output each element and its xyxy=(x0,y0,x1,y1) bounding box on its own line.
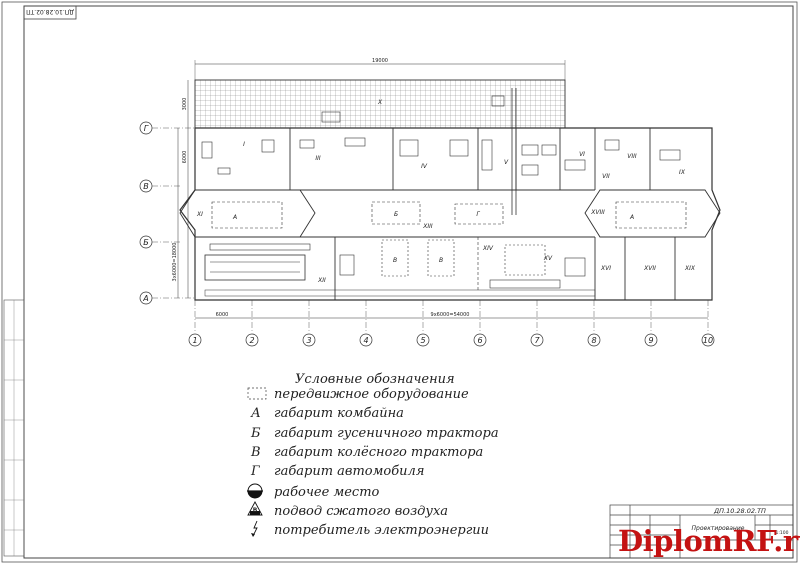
col-axis-5: 5 xyxy=(420,336,425,345)
dim-bottom-6000: 6000 xyxy=(216,312,229,318)
room-12-label: XII xyxy=(317,277,326,284)
legend-item-workplace: рабочее место xyxy=(274,485,380,500)
room-8-label: VIII xyxy=(627,153,637,160)
dim-row-top: 3000 xyxy=(182,98,188,111)
zone-b-label: Б xyxy=(394,211,398,218)
watermark: DiplomRF.ru xyxy=(618,527,800,556)
room-13-label: XIII xyxy=(422,223,433,230)
room-7-label: VII xyxy=(602,173,610,180)
left-signature-strip xyxy=(3,299,25,557)
stamp-scale: 1:100 xyxy=(776,530,789,536)
title-block xyxy=(609,504,794,559)
legend-item-mobile: передвижное оборудование xyxy=(274,387,469,402)
legend-item-wheeled: габарит колёсного трактора xyxy=(274,445,483,460)
col-axis-4: 4 xyxy=(363,336,368,345)
row-axis-b: Б xyxy=(143,238,149,247)
workplace-icon xyxy=(247,483,263,499)
room-18-label: XVIII xyxy=(590,209,605,216)
col-axis-8: 8 xyxy=(591,336,596,345)
storage-area-x xyxy=(194,79,566,129)
room-11-label: XI xyxy=(196,211,203,218)
col-axis-6: 6 xyxy=(477,336,482,345)
legend-item-tracked: габарит гусеничного трактора xyxy=(274,426,499,441)
building-outline xyxy=(179,127,721,301)
compressed-air-icon: B xyxy=(247,501,263,516)
legend-key-v: В xyxy=(250,445,261,460)
room-19-label: XIX xyxy=(684,265,696,272)
room-1-label: I xyxy=(243,141,245,148)
power-consumer-icon xyxy=(251,520,258,537)
dim-row-mid: 6000 xyxy=(182,151,188,164)
col-axis-7: 7 xyxy=(534,336,540,345)
dim-overall: 19000 xyxy=(372,58,388,64)
room-15-label: XV xyxy=(543,255,553,262)
row-axis-a: А xyxy=(142,294,148,303)
legend-key-g: Г xyxy=(250,464,260,479)
row-axis-markers: Г В Б А xyxy=(139,121,153,305)
zone-g-label: Г xyxy=(476,211,480,218)
room-16-label: XVI xyxy=(600,265,611,272)
col-axis-1: 1 xyxy=(192,336,197,345)
room-17-label: XVII xyxy=(643,265,656,272)
col-axis-2: 2 xyxy=(249,336,254,345)
col-axis-10: 10 xyxy=(703,336,713,345)
legend-title: Условные обозначения xyxy=(295,372,455,387)
zone-a-left-label: А xyxy=(232,214,237,221)
inner-frame xyxy=(23,5,794,559)
row-axis-g: Г xyxy=(144,124,149,133)
workshop-plan xyxy=(152,60,721,333)
top-doc-code: ДП.10.28.02.ТП xyxy=(26,8,74,15)
legend-item-car: габарит автомобиля xyxy=(274,464,424,479)
room-3-label: III xyxy=(315,155,321,162)
svg-text:B: B xyxy=(253,507,258,514)
mobile-equipment-symbol xyxy=(247,387,267,400)
room-6-label: VI xyxy=(579,151,585,158)
col-axis-9: 9 xyxy=(648,336,653,345)
room-4-label: IV xyxy=(421,163,428,170)
column-axis-markers: 1 2 3 4 5 6 7 8 9 10 xyxy=(188,333,715,347)
top-code-box xyxy=(23,5,77,20)
legend-item-power: потребитель электроэнергии xyxy=(274,523,489,538)
legend-key-b: Б xyxy=(250,426,261,441)
room-14-label: XIV xyxy=(482,245,494,252)
row-axis-v: В xyxy=(143,182,149,191)
zone-v1-label: В xyxy=(393,257,397,264)
room-9-label: IX xyxy=(679,169,686,176)
stamp-title: Проектирование xyxy=(692,525,745,532)
col-axis-3: 3 xyxy=(306,336,311,345)
watermark-text: DiplomRF.ru xyxy=(618,524,800,558)
legend: Условные обозначения передвижное оборудо… xyxy=(247,372,499,538)
room-5-label: V xyxy=(504,159,509,166)
dim-span: 9x6000=54000 xyxy=(431,312,470,318)
legend-item-combine: габарит комбайна xyxy=(274,406,404,421)
zone-v2-label: В xyxy=(439,257,443,264)
legend-item-air: подвод сжатого воздуха xyxy=(274,504,448,519)
stamp-doc-code: ДП.10.28.02.ТП xyxy=(713,507,766,515)
dim-row-side: 3x6000=18000 xyxy=(172,243,178,282)
zone-a-right-label: А xyxy=(629,214,634,221)
room-x-label: X xyxy=(377,99,383,106)
room-labels: X I III IV V VI VII VIII IX XI XII XIII … xyxy=(196,99,696,284)
legend-key-a: А xyxy=(250,406,261,421)
